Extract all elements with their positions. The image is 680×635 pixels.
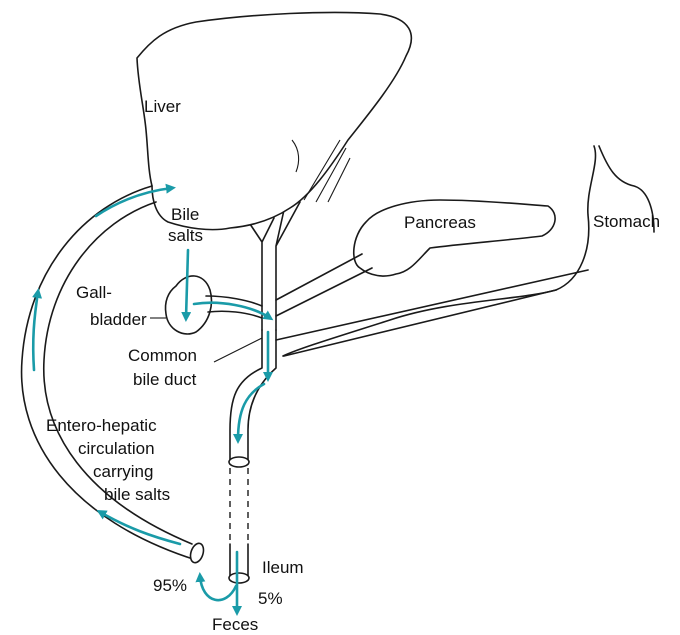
common-bile-duct-label-line1: Common — [128, 346, 197, 365]
gallbladder-label-line2: bladder — [90, 310, 147, 329]
duodenum-opening — [229, 457, 249, 467]
entero-label-line1: Entero-hepatic — [46, 416, 157, 435]
common-bile-duct-left — [230, 330, 262, 462]
stomach-to-duodenum-tube — [276, 270, 588, 356]
portal-flow-arrow — [100, 512, 180, 544]
ascending-circulation-arrow — [33, 292, 38, 370]
pancreas-label: Pancreas — [404, 213, 476, 232]
cystic-duct — [206, 296, 262, 318]
duodenum-flow-arrow — [238, 384, 264, 440]
gallbladder-shape — [165, 276, 211, 334]
stomach-label: Stomach — [593, 212, 660, 231]
gallbladder-label-line1: Gall- — [76, 283, 112, 302]
ileum-opening — [229, 573, 249, 583]
excreted-percent-label: 5% — [258, 589, 283, 608]
entero-label-line3: carrying — [93, 462, 153, 481]
entero-label-line2: circulation — [78, 439, 155, 458]
common-bile-duct-label-line2: bile duct — [133, 370, 197, 389]
liver-shape — [137, 12, 411, 229]
bile-salts-label-line1: Bile — [171, 205, 199, 224]
portal-vessel-opening — [188, 542, 206, 565]
feces-label: Feces — [212, 615, 258, 634]
reabsorbed-percent-label: 95% — [153, 576, 187, 595]
common-bile-duct-leader-line — [214, 338, 262, 362]
pancreas-shape — [354, 200, 555, 276]
liver-label: Liver — [144, 97, 181, 116]
ileum-label: Ileum — [262, 558, 304, 577]
entero-label-line4: bile salts — [104, 485, 170, 504]
bile-salts-label-line2: salts — [168, 226, 203, 245]
